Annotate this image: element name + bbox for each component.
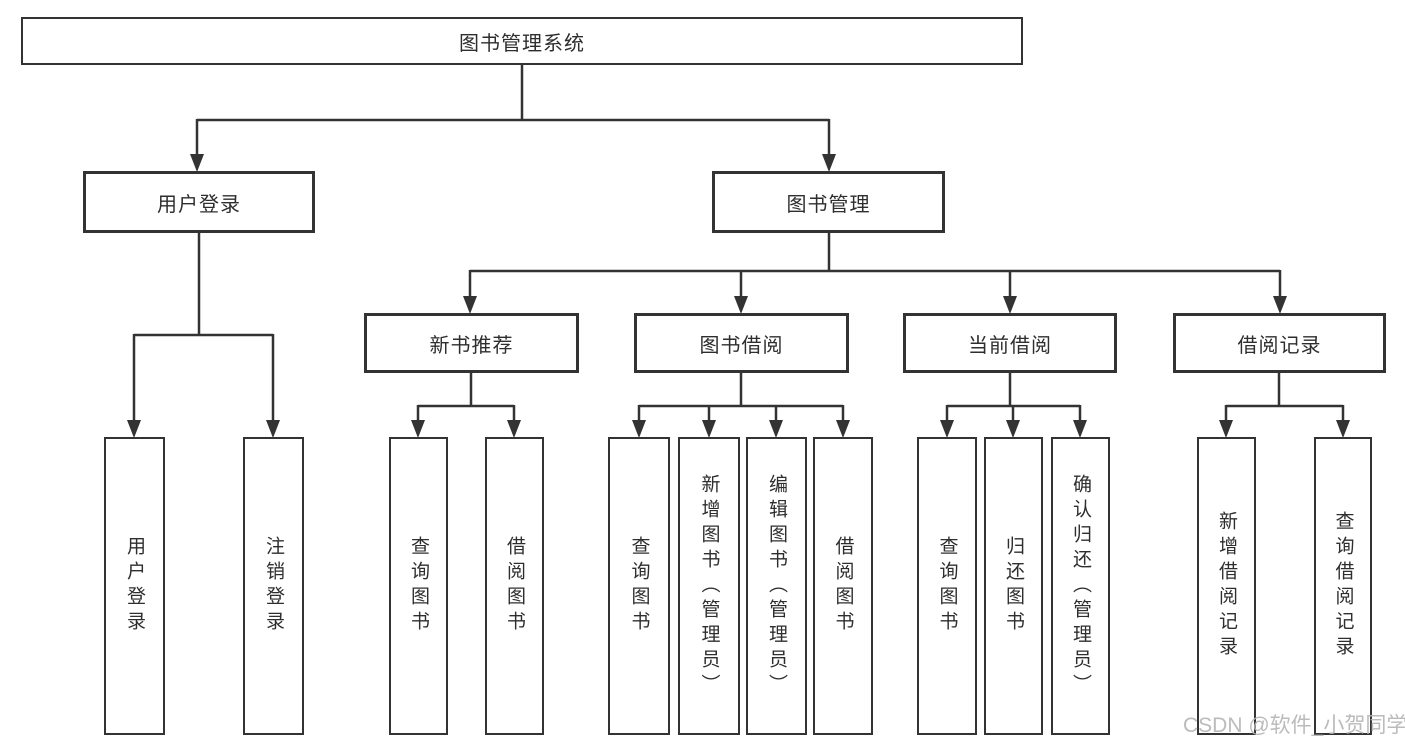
node-label: 新增图书（管理员） <box>698 473 720 699</box>
node-label: 借阅图书 <box>504 536 525 636</box>
node-borrow-books-2: 借阅图书 <box>813 437 873 735</box>
node-label: 查询图书 <box>408 536 429 636</box>
arrowhead-icons <box>127 154 1350 438</box>
node-logout-action: 注销登录 <box>243 437 304 735</box>
node-add-borrow-record: 新增借阅记录 <box>1197 437 1256 735</box>
node-label: 图书借阅 <box>699 334 784 357</box>
node-confirm-return-admin: 确认归还（管理员） <box>1051 437 1110 735</box>
arrow-down-icon <box>463 296 477 314</box>
node-label: 新增借阅记录 <box>1216 511 1237 661</box>
node-new-book-recommendation: 新书推荐 <box>364 313 579 373</box>
node-borrowing-records: 借阅记录 <box>1173 313 1386 373</box>
node-label: 借阅图书 <box>832 536 854 636</box>
arrow-down-icon <box>1003 296 1017 314</box>
arrow-down-icon <box>1006 420 1020 438</box>
arrow-down-icon <box>769 420 783 438</box>
arrow-down-icon <box>940 420 954 438</box>
node-label: 新书推荐 <box>429 334 514 357</box>
node-label: 图书管理 <box>786 193 871 216</box>
connector-lines <box>132 65 1345 421</box>
node-book-management: 图书管理 <box>712 171 945 233</box>
arrow-down-icon <box>1073 420 1087 438</box>
node-return-book: 归还图书 <box>984 437 1043 735</box>
node-label: 查询借阅记录 <box>1332 511 1354 661</box>
arrow-down-icon <box>632 420 646 438</box>
node-query-books-3: 查询图书 <box>917 437 977 735</box>
watermark: CSDN @软件_小贺同学 <box>1183 714 1405 737</box>
node-user-login: 用户登录 <box>83 171 315 233</box>
node-label: 注销登录 <box>263 536 284 636</box>
node-query-borrow-record: 查询借阅记录 <box>1314 437 1372 735</box>
arrow-down-icon <box>1273 296 1287 314</box>
node-label: 确认归还（管理员） <box>1070 473 1091 699</box>
node-label: 归还图书 <box>1003 536 1024 636</box>
arrow-down-icon <box>266 420 280 438</box>
node-user-login-action: 用户登录 <box>104 437 165 735</box>
arrow-down-icon <box>836 420 850 438</box>
node-book-borrowing: 图书借阅 <box>634 313 849 373</box>
node-query-books-2: 查询图书 <box>608 437 670 735</box>
node-label: 查询图书 <box>936 536 958 636</box>
arrow-down-icon <box>1336 420 1350 438</box>
arrow-down-icon <box>411 420 425 438</box>
node-current-borrowing: 当前借阅 <box>903 313 1117 373</box>
node-label: 用户登录 <box>124 536 145 636</box>
arrow-down-icon <box>822 154 836 172</box>
node-label: 图书管理系统 <box>459 32 585 55</box>
node-query-books-1: 查询图书 <box>389 437 448 735</box>
arrow-down-icon <box>507 420 521 438</box>
node-label: 编辑图书（管理员） <box>766 473 787 699</box>
node-label: 查询图书 <box>628 536 650 636</box>
node-borrow-books-1: 借阅图书 <box>485 437 544 735</box>
arrow-down-icon <box>127 420 141 438</box>
node-add-book-admin: 新增图书（管理员） <box>678 437 740 735</box>
node-edit-book-admin: 编辑图书（管理员） <box>746 437 807 735</box>
node-label: 当前借阅 <box>968 334 1052 357</box>
node-label: 用户登录 <box>157 193 241 216</box>
node-library-management-system: 图书管理系统 <box>21 17 1023 65</box>
arrow-down-icon <box>702 420 716 438</box>
node-label: 借阅记录 <box>1237 334 1322 357</box>
arrow-down-icon <box>734 296 748 314</box>
arrow-down-icon <box>1219 420 1233 438</box>
arrow-down-icon <box>190 154 204 172</box>
